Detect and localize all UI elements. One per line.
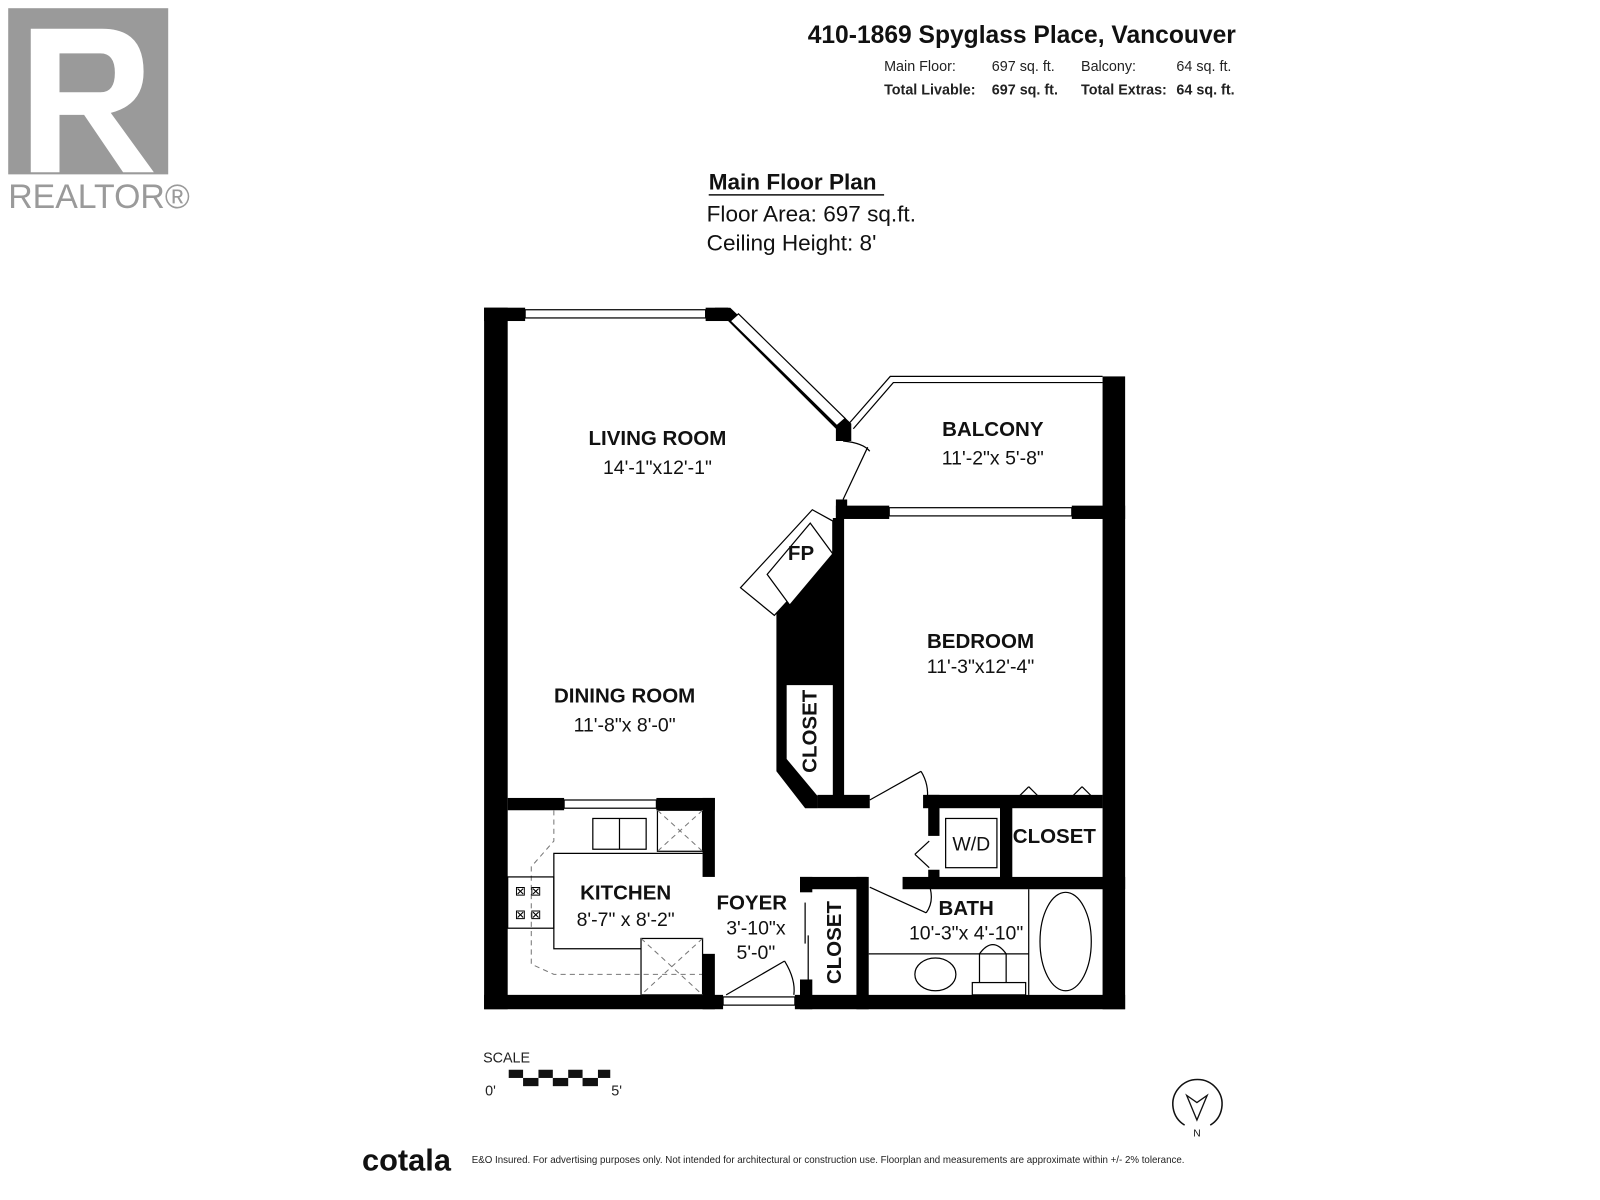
main-floor-label: Main Floor:	[884, 59, 956, 75]
svg-text:⊠ ⊠: ⊠ ⊠	[515, 908, 542, 923]
scale-start: 0'	[485, 1083, 496, 1099]
walls	[484, 307, 1126, 1010]
foyer-dims-length: 5'-0"	[737, 942, 776, 964]
bedroom-closet-label: CLOSET	[798, 689, 821, 773]
balcony-dims: 11'-2"x 5'-8"	[942, 448, 1044, 470]
windows	[524, 309, 1073, 809]
realtor-logo: REALTOR®	[8, 8, 190, 216]
balcony-value: 64 sq. ft.	[1176, 59, 1231, 75]
bedroom-name: BEDROOM	[927, 630, 1034, 653]
north-label: N	[1193, 1128, 1200, 1139]
property-address: 410-1869 Spyglass Place, Vancouver	[808, 22, 1237, 49]
hall-closet-label: CLOSET	[1013, 825, 1097, 848]
main-floor-value: 697 sq. ft.	[992, 59, 1055, 75]
foyer-name: FOYER	[716, 892, 787, 915]
fireplace-label: FP	[788, 542, 814, 565]
bedroom-dims: 11'-3"x12'-4"	[927, 656, 1035, 678]
total-livable-value: 697 sq. ft.	[992, 82, 1058, 98]
disclaimer: E&O Insured. For advertising purposes on…	[472, 1155, 1185, 1166]
balcony-name: BALCONY	[942, 418, 1044, 441]
scale-end: 5'	[611, 1083, 622, 1099]
north-compass-icon: N	[1172, 1078, 1223, 1139]
bath-name: BATH	[938, 897, 993, 920]
ceiling-height: Ceiling Height: 8'	[707, 230, 877, 255]
scale-bar: SCALE 0' 5'	[483, 1051, 622, 1100]
plan-title: Main Floor Plan	[709, 170, 877, 195]
balcony-label: Balcony:	[1081, 59, 1136, 75]
svg-text:⊠ ⊠: ⊠ ⊠	[515, 884, 542, 899]
scale-label: SCALE	[483, 1051, 530, 1067]
living-room-dims: 14'-1"x12'-1"	[603, 457, 712, 479]
total-extras-label: Total Extras:	[1081, 82, 1167, 98]
balcony-railing	[846, 375, 1103, 427]
bath-fixtures: W/D	[868, 817, 1092, 996]
bath-dims: 10'-3"x 4'-10"	[909, 922, 1023, 944]
total-extras-value: 64 sq. ft.	[1176, 82, 1234, 98]
realtor-wordmark: REALTOR®	[8, 178, 190, 216]
foyer-closet-label: CLOSET	[823, 901, 846, 985]
dining-room-name: DINING ROOM	[554, 685, 695, 708]
dining-room-dims: 11'-8"x 8'-0"	[574, 714, 676, 736]
kitchen-name: KITCHEN	[580, 881, 671, 904]
fireplace: FP	[739, 508, 834, 617]
floor-area: Floor Area: 697 sq.ft.	[707, 202, 916, 227]
washer-dryer-label: W/D	[952, 833, 990, 855]
foyer-dims-width: 3'-10"x	[726, 917, 786, 939]
living-room-name: LIVING ROOM	[589, 427, 727, 450]
kitchen-dims: 8'-7" x 8'-2"	[577, 909, 675, 931]
doors	[722, 440, 1096, 1006]
total-livable-label: Total Livable:	[884, 82, 975, 98]
cotala-logo: cotala	[362, 1142, 452, 1177]
kitchen-fixtures: ⊠ ⊠ ⊠ ⊠	[507, 809, 704, 996]
